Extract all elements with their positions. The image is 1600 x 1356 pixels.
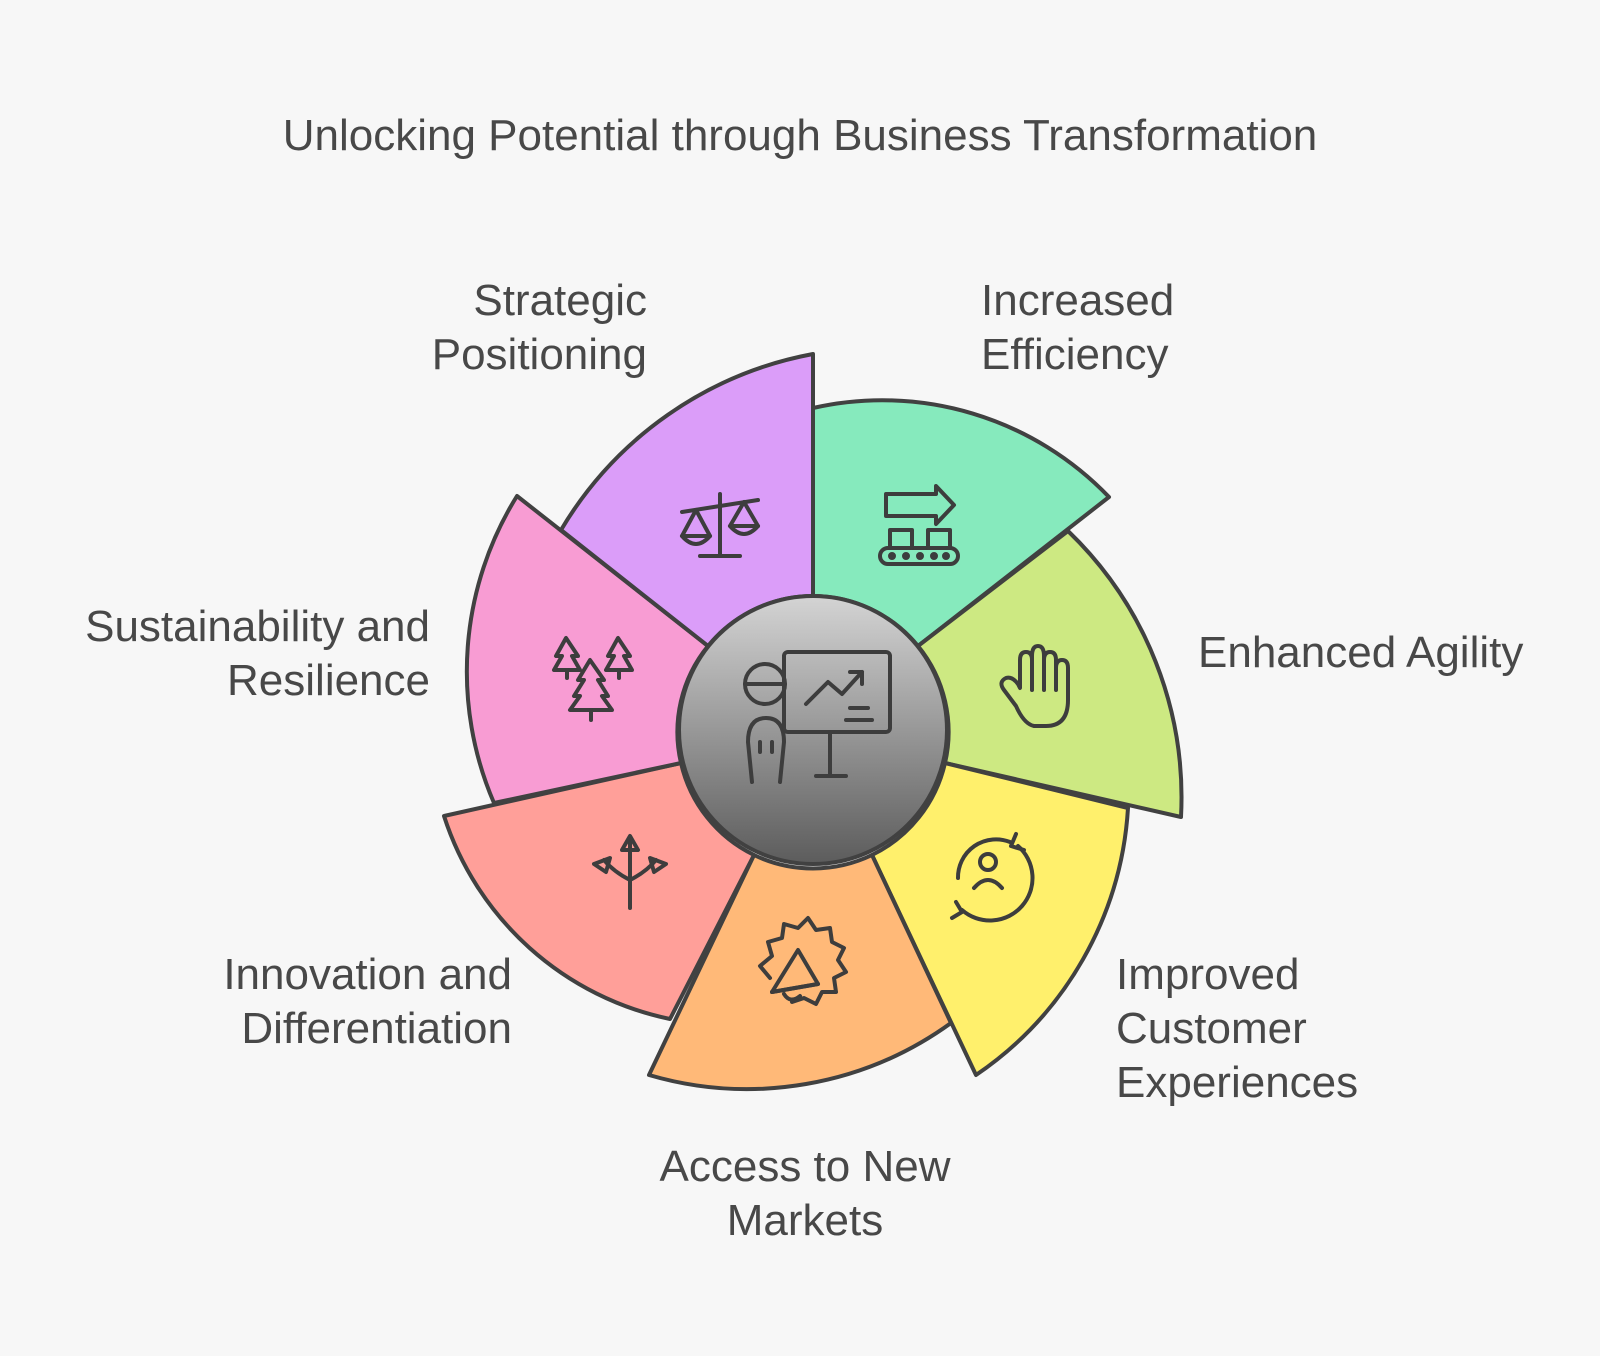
hand-icon <box>999 644 1070 728</box>
label-strategic-positioning: Strategic Positioning <box>431 276 647 379</box>
balance-scale-icon <box>680 492 760 558</box>
segment-innovation-and-differentiation[interactable] <box>442 761 756 1021</box>
trees-icon <box>552 636 634 722</box>
customer-cycle-icon <box>950 832 1035 923</box>
segment-access-to-new-markets[interactable] <box>647 853 953 1092</box>
label-innovation-and-differentiation: Innovation and Differentiation <box>223 950 512 1053</box>
label-enhanced-agility: Enhanced Agility <box>1198 628 1524 677</box>
branching-arrows-icon <box>592 834 668 910</box>
label-increased-efficiency: Increased Efficiency <box>981 276 1175 379</box>
conveyor-belt-icon <box>878 484 960 566</box>
label-access-to-new-markets: Access to New Markets <box>659 1142 951 1245</box>
label-improved-customer-experiences: Improved Customer Experiences <box>1116 950 1359 1107</box>
label-sustainability-and-resilience: Sustainability and Resilience <box>85 602 430 705</box>
megaphone-icon <box>758 916 848 1006</box>
presentation-growth-icon <box>743 650 892 784</box>
diagram-title: Unlocking Potential through Business Tra… <box>282 111 1318 160</box>
